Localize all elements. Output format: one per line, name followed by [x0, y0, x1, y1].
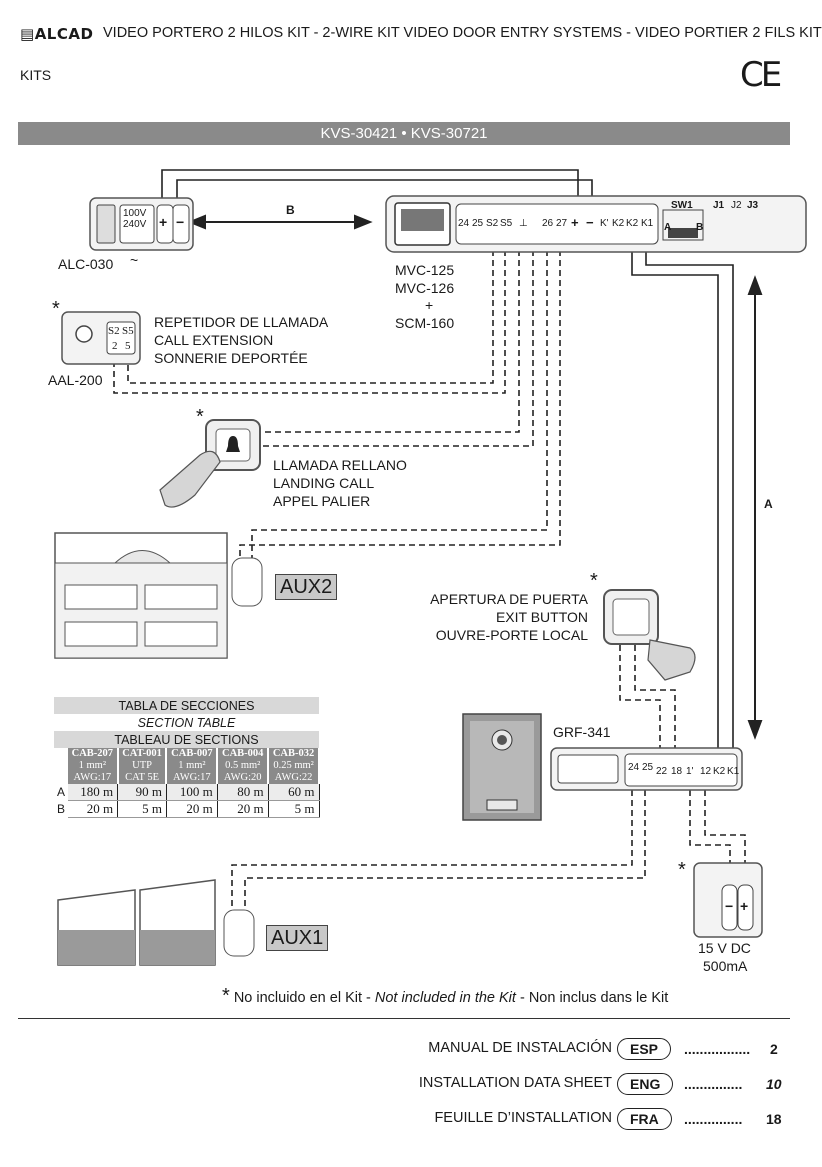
panel-model-label: GRF-341 — [553, 724, 611, 740]
psu-voltage-240: 240V — [123, 219, 147, 230]
table-corner — [54, 748, 68, 784]
dc-plus: + — [740, 898, 749, 914]
lang-badge-esp[interactable]: ESP — [617, 1038, 672, 1060]
psu-ac-symbol: ~ — [130, 252, 139, 268]
panel-terminal: K1 — [727, 766, 740, 777]
monitor-model-3: SCM-160 — [395, 315, 455, 331]
dc-minus: − — [725, 898, 734, 914]
exit-button-label-fr: OUVRE-PORTE LOCAL — [435, 627, 588, 643]
exit-button-label-en: EXIT BUTTON — [495, 609, 588, 625]
divider — [18, 1018, 790, 1019]
panel-terminal: K2 — [713, 766, 726, 777]
toc-dots: ............... — [684, 1076, 743, 1092]
monitor-terminal: K' — [600, 218, 609, 229]
table-row: A 180 m 90 m 100 m 80 m 60 m — [54, 784, 320, 801]
toc-dots: ............... — [684, 1111, 743, 1127]
section-table-title-en: SECTION TABLE — [54, 714, 319, 731]
monitor-terminal-plus: + — [571, 215, 579, 230]
page-number-eng: 10 — [766, 1076, 782, 1092]
call-extension-label-en: CALL EXTENSION — [154, 332, 274, 348]
not-included-mark: * — [52, 298, 60, 320]
brand-name: ALCAD — [34, 25, 94, 43]
monitor-terminal: 24 — [458, 218, 470, 229]
page-number-esp: 2 — [770, 1041, 778, 1057]
call-ext-terminal: S2 — [108, 325, 120, 337]
monitor-terminal: 25 — [472, 218, 484, 229]
manual-label-fra: FEUILLE D’INSTALLATION — [434, 1110, 612, 1126]
models-band: KVS-30421 • KVS-30721 — [18, 122, 790, 145]
aux2-label: AUX2 — [275, 574, 338, 600]
wiring-diagram — [54, 169, 807, 966]
category-label: KITS — [20, 67, 52, 83]
landing-call-label-fr: APPEL PALIER — [273, 493, 371, 509]
logo-mark-icon: ▤ — [20, 25, 35, 43]
call-ext-terminal: 5 — [125, 340, 131, 352]
lang-badge-eng[interactable]: ENG — [617, 1073, 674, 1095]
switch-b: B — [696, 222, 704, 233]
call-ext-terminal: S5 — [122, 325, 134, 337]
distance-b-label: B — [286, 203, 295, 217]
psu-minus: − — [176, 214, 185, 230]
page-number-fra: 18 — [766, 1111, 782, 1127]
monitor-terminal: 26 — [542, 218, 554, 229]
not-included-legend: * No incluido en el Kit - Not included i… — [222, 985, 669, 1007]
jumper-j3: J3 — [747, 200, 759, 211]
call-extension-label-es: REPETIDOR DE LLAMADA — [154, 314, 329, 330]
panel-terminal: 25 — [642, 762, 654, 773]
call-extension-label-fr: SONNERIE DEPORTÉE — [154, 350, 308, 366]
not-included-mark: * — [590, 570, 598, 592]
toc-dots: ................. — [684, 1041, 751, 1057]
switch-sw1: SW1 — [671, 200, 693, 211]
section-table-title-es: TABLA DE SECCIONES — [54, 697, 319, 714]
panel-terminal: 24 — [628, 762, 640, 773]
panel-terminal: 22 — [656, 766, 668, 777]
monitor-terminal: K2 — [626, 218, 639, 229]
dc-supply-voltage: 15 V DC — [698, 940, 751, 956]
monitor-terminal: K1 — [641, 218, 654, 229]
monitor-terminal: K2 — [612, 218, 625, 229]
psu-label: ALC-030 — [58, 256, 114, 272]
section-table-title-fr: TABLEAU DE SECTIONS — [54, 731, 319, 748]
manual-label-eng: INSTALLATION DATA SHEET — [418, 1075, 612, 1091]
landing-call-label-en: LANDING CALL — [273, 475, 375, 491]
monitor-model-2: MVC-126 — [395, 280, 455, 296]
monitor-terminal-ground: ⊥ — [519, 218, 528, 229]
not-included-mark: * — [196, 406, 204, 428]
monitor-terminal: S2 — [486, 218, 499, 229]
monitor-model-plus: + — [425, 297, 434, 313]
monitor-model-1: MVC-125 — [395, 262, 455, 278]
psu-voltage-100: 100V — [123, 208, 147, 219]
call-extension-model: AAL-200 — [48, 372, 103, 388]
section-table: TABLA DE SECCIONES SECTION TABLE TABLEAU… — [54, 697, 320, 818]
page-title: VIDEO PORTERO 2 HILOS KIT - 2-WIRE KIT V… — [103, 25, 822, 41]
not-included-mark: * — [678, 859, 686, 881]
distance-a-label: A — [764, 497, 773, 511]
panel-terminal: 1' — [686, 766, 694, 777]
jumper-j2: J2 — [731, 200, 742, 211]
dc-supply-current: 500mA — [703, 958, 748, 974]
manual-label-esp: MANUAL DE INSTALACIÓN — [428, 1040, 612, 1056]
monitor-terminal: S5 — [500, 218, 513, 229]
switch-a: A — [664, 222, 672, 233]
aux1-label: AUX1 — [266, 925, 329, 951]
monitor-terminal-minus: − — [586, 215, 594, 230]
panel-terminal: 12 — [700, 766, 712, 777]
jumper-j1: J1 — [713, 200, 725, 211]
ce-mark-icon: CE — [740, 55, 782, 95]
psu-plus: + — [159, 214, 168, 230]
call-ext-terminal: 2 — [112, 340, 118, 352]
panel-terminal: 18 — [671, 766, 683, 777]
lang-badge-fra[interactable]: FRA — [617, 1108, 672, 1130]
monitor-terminal: 27 — [556, 218, 568, 229]
table-row: B 20 m 5 m 20 m 20 m 5 m — [54, 800, 320, 818]
landing-call-label-es: LLAMADA RELLANO — [273, 457, 407, 473]
exit-button-label-es: APERTURA DE PUERTA — [430, 591, 588, 607]
brand-logo: ▤ALCAD — [20, 25, 93, 43]
